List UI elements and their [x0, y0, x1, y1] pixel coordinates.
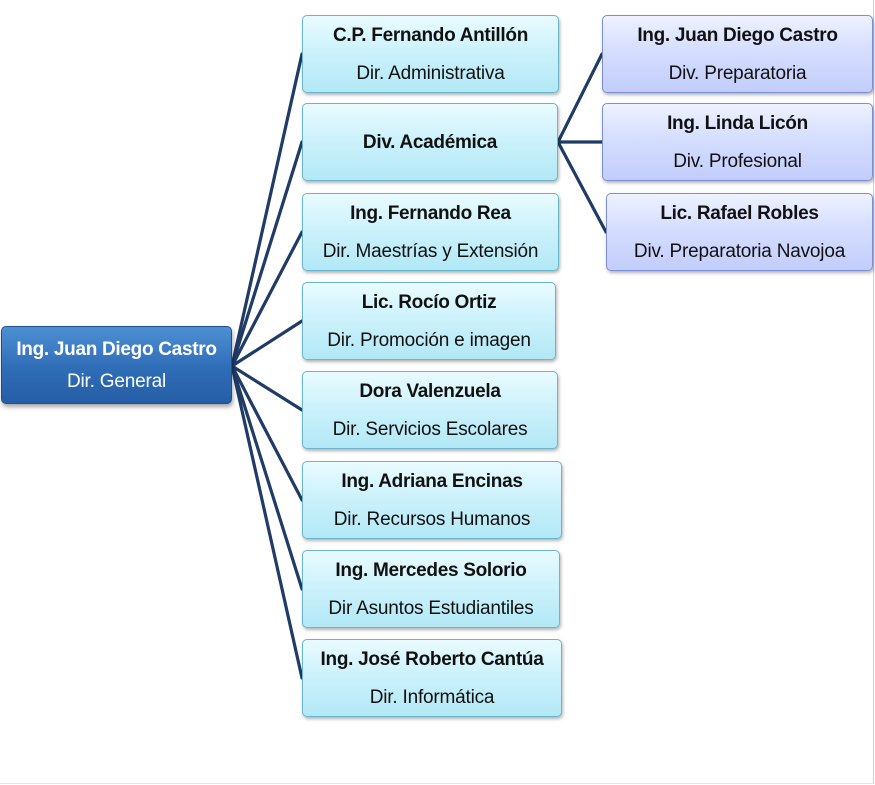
root-name: Ing. Juan Diego Castro: [16, 338, 217, 360]
node-name: Dora Valenzuela: [359, 380, 501, 402]
node-role: Dir. Maestrías y Extensión: [322, 240, 539, 262]
connector-root-to-academica: [230, 140, 304, 368]
node-recursos: Ing. Adriana Encinas Dir. Recursos Human…: [302, 461, 562, 539]
node-role: Dir. Informática: [369, 686, 495, 708]
node-name: Div. Académica: [362, 131, 498, 153]
connector-academica-to-preparatoria: [556, 52, 604, 144]
connector-root-to-servicios: [230, 364, 304, 412]
node-name: Lic. Rafael Robles: [660, 202, 819, 224]
node-name: Ing. Adriana Encinas: [341, 470, 523, 492]
connector-root-to-promocion: [230, 319, 304, 368]
node-role: Dir. Promoción e imagen: [327, 329, 531, 351]
node-role: Dir. Administrativa: [356, 62, 505, 84]
node-administrativa: C.P. Fernando Antillón Dir. Administrati…: [302, 15, 559, 93]
connector-academica-to-navojoa: [556, 140, 608, 234]
node-role: Div. Preparatoria: [668, 62, 807, 84]
node-name: Ing. Linda Licón: [667, 112, 808, 134]
node-role: Dir. Recursos Humanos: [333, 508, 531, 530]
connector-root-to-maestrias: [230, 230, 304, 368]
node-name: C.P. Fernando Antillón: [332, 24, 528, 46]
node-maestrias: Ing. Fernando Rea Dir. Maestrías y Exten…: [302, 193, 559, 271]
node-name: Ing. Fernando Rea: [350, 202, 511, 224]
node-servicios: Dora Valenzuela Dir. Servicios Escolares: [302, 371, 558, 449]
node-navojoa: Lic. Rafael Robles Div. Preparatoria Nav…: [606, 193, 873, 271]
node-informatica: Ing. José Roberto Cantúa Dir. Informátic…: [302, 639, 562, 717]
connector-root-to-informatica: [230, 364, 304, 680]
node-name: Ing. Mercedes Solorio: [335, 559, 527, 581]
node-academica: Div. Académica: [302, 103, 558, 181]
node-role: Div. Profesional: [673, 150, 802, 172]
node-name: Ing. José Roberto Cantúa: [320, 648, 544, 670]
node-name: Ing. Juan Diego Castro: [637, 24, 838, 46]
root-role: Dir. General: [67, 370, 166, 392]
connector-root-to-recursos: [230, 364, 304, 502]
node-role: Div. Preparatoria Navojoa: [633, 240, 846, 262]
node-role: Dir. Servicios Escolares: [332, 418, 528, 440]
node-asuntos: Ing. Mercedes Solorio Dir Asuntos Estudi…: [302, 550, 560, 628]
node-role: Dir Asuntos Estudiantiles: [328, 597, 534, 619]
root-node: Ing. Juan Diego Castro Dir. General: [1, 326, 232, 404]
node-promocion: Lic. Rocío Ortiz Dir. Promoción e imagen: [302, 282, 556, 360]
node-profesional: Ing. Linda Licón Div. Profesional: [602, 103, 873, 181]
node-preparatoria: Ing. Juan Diego Castro Div. Preparatoria: [602, 15, 873, 93]
node-name: Lic. Rocío Ortiz: [361, 291, 497, 313]
connector-root-to-administrativa: [230, 52, 304, 368]
connector-root-to-asuntos: [230, 364, 304, 591]
